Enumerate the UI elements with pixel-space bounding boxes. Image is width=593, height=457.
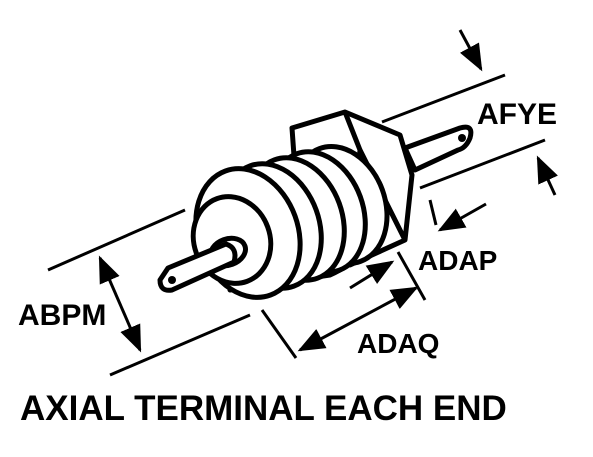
label-adaq: ADAQ — [357, 328, 439, 359]
dimension-lines — [47, 29, 558, 377]
label-abpm: ABPM — [18, 299, 106, 332]
component-body — [157, 109, 474, 300]
label-afye: AFYE — [477, 98, 557, 131]
caption: AXIAL TERMINAL EACH END — [20, 389, 507, 428]
label-adap: ADAP — [418, 245, 497, 276]
